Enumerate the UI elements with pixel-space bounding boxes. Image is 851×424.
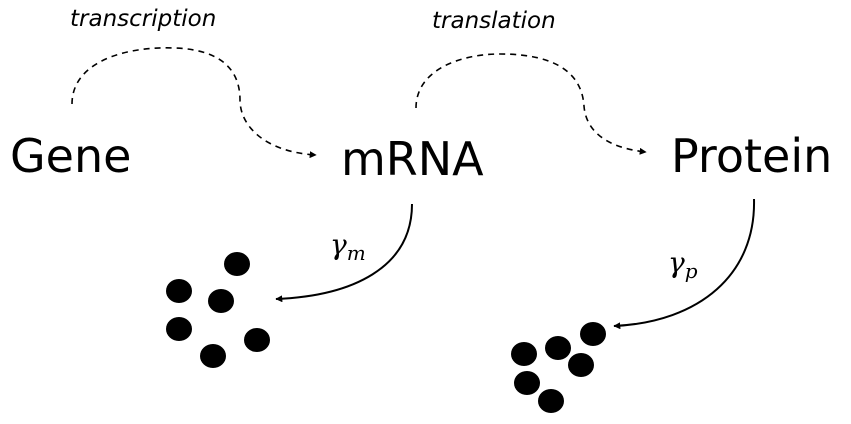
translation-label: translation xyxy=(432,8,556,34)
particle xyxy=(200,344,226,368)
particle xyxy=(538,389,564,413)
gene-label: Gene xyxy=(10,129,131,183)
particle xyxy=(568,353,594,377)
transcription-arrow xyxy=(71,47,317,159)
mrna-degradation-rate: γm xyxy=(330,228,366,265)
particle xyxy=(166,317,192,341)
particle xyxy=(545,336,571,360)
mrna-degraded-particles xyxy=(166,252,270,368)
mrna-label: mRNA xyxy=(341,132,484,186)
transcription-label: transcription xyxy=(70,6,216,32)
protein-degradation-arrow xyxy=(613,198,756,330)
particle xyxy=(208,289,234,313)
particle xyxy=(224,252,250,276)
protein-degradation-rate: γp xyxy=(668,246,698,283)
translation-arrow xyxy=(415,53,647,155)
particle xyxy=(511,342,537,366)
protein-degraded-particles xyxy=(511,322,606,413)
particle xyxy=(166,279,192,303)
particle xyxy=(580,322,606,346)
protein-label: Protein xyxy=(671,129,832,183)
particle xyxy=(244,328,270,352)
mrna-degradation-arrow xyxy=(275,203,413,303)
particle xyxy=(514,371,540,395)
